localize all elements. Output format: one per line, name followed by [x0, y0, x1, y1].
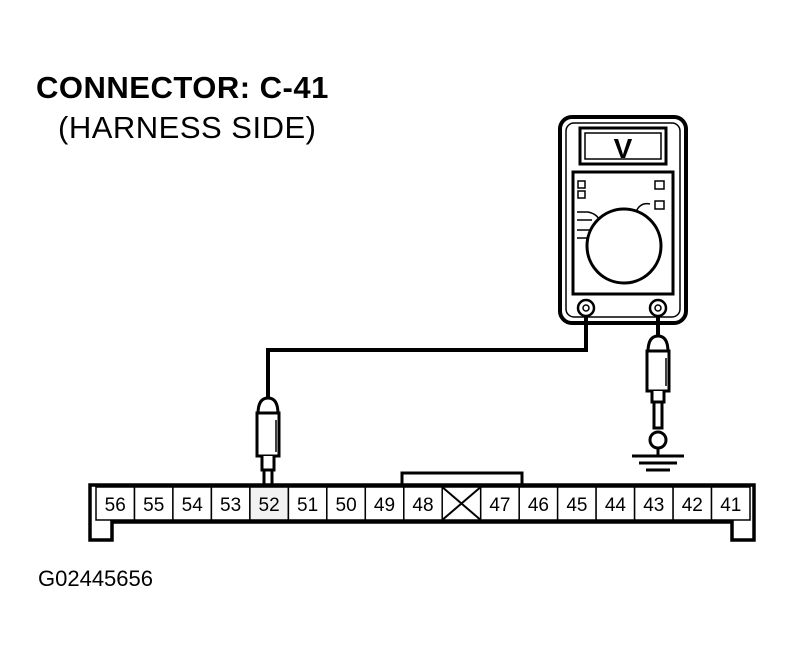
terminal-number: 52 — [259, 495, 280, 516]
connector-terminal-49: 49 — [364, 486, 405, 521]
figure-code: G02445656 — [38, 566, 153, 591]
connector-terminal-53: 53 — [210, 486, 251, 521]
terminal-number: 50 — [336, 495, 357, 516]
connector-terminal-51: 51 — [287, 486, 328, 521]
connector-terminal-44: 44 — [595, 486, 636, 521]
terminal-number: 45 — [566, 495, 587, 516]
ground-icon — [632, 430, 684, 472]
connector-terminal-47: 47 — [479, 486, 520, 521]
connector-terminal-46: 46 — [518, 486, 559, 521]
meter-v-jack — [648, 298, 668, 318]
connector-terminal-54: 54 — [172, 486, 213, 521]
terminal-number: 48 — [412, 495, 433, 516]
test-probe-left — [255, 396, 281, 496]
connector-terminal-43: 43 — [633, 486, 674, 521]
test-probe-right — [645, 334, 671, 430]
meter-display-unit: V — [614, 133, 633, 164]
lead-wire-left — [266, 316, 588, 398]
connector-subtitle: (HARNESS SIDE) — [58, 110, 317, 145]
terminal-number: 42 — [682, 495, 703, 516]
connector-terminal-52: 52 — [249, 486, 290, 521]
connector-terminal-45: 45 — [556, 486, 597, 521]
terminal-number: 41 — [720, 495, 741, 516]
connector-terminal-42: 42 — [672, 486, 713, 521]
terminal-number: 44 — [605, 495, 627, 516]
terminal-number: 53 — [220, 495, 241, 516]
multimeter: V — [558, 115, 688, 325]
meter-dial — [585, 207, 663, 285]
terminal-number: 47 — [489, 495, 510, 516]
connector-terminal-41: 41 — [710, 486, 751, 521]
terminal-number: 51 — [297, 495, 318, 516]
connector-terminal-56: 56 — [95, 486, 136, 521]
terminal-number: 43 — [643, 495, 664, 516]
terminal-number: 46 — [528, 495, 549, 516]
terminal-number: 49 — [374, 495, 395, 516]
connector-blank-cavity — [441, 486, 482, 521]
connector-title: CONNECTOR: C-41 — [36, 70, 329, 105]
terminal-number: 54 — [182, 495, 204, 516]
connector-cavities: 56 55 54 53 52 51 50 49 48 47 46 45 44 43 42 41 — [95, 486, 751, 521]
connector-terminal-55: 55 — [133, 486, 174, 521]
terminal-number: 55 — [143, 495, 164, 516]
connector-terminal-48: 48 — [403, 486, 444, 521]
meter-com-jack — [576, 298, 596, 318]
connector-terminal-50: 50 — [326, 486, 367, 521]
meter-display — [578, 126, 668, 166]
terminal-number: 56 — [105, 495, 126, 516]
